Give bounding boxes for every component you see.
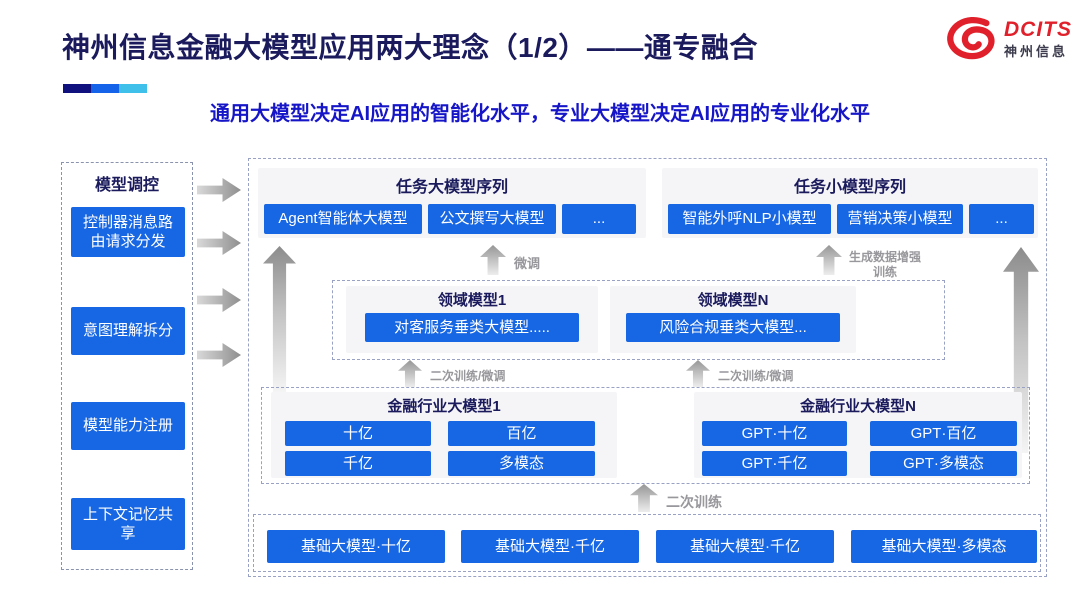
dcits-swirl-icon bbox=[947, 17, 995, 60]
augmented-training-label: 生成数据增强训练 bbox=[848, 250, 921, 279]
industry-model-1-panel: 金融行业大模型1 十亿 百亿 千亿 多模态 bbox=[271, 392, 617, 478]
page-title: 神州信息金融大模型应用两大理念（1/2）——通专融合 bbox=[62, 32, 758, 63]
node-billion: 十亿 bbox=[285, 421, 431, 446]
node-base-model-billion: 基础大模型·十亿 bbox=[267, 530, 445, 563]
accent-bar bbox=[63, 84, 147, 93]
domain-model-1-title: 领域模型1 bbox=[437, 292, 507, 309]
dcits-logo: DCITS 神州信息 bbox=[944, 16, 1072, 63]
node-marketing-decision-model: 营销决策小模型 bbox=[837, 204, 963, 234]
domain-model-n-panel: 领域模型N 风险合规垂类大模型... bbox=[610, 286, 856, 353]
node-risk-compliance-model: 风险合规垂类大模型... bbox=[626, 313, 840, 342]
secondary-finetune-left-label: 二次训练/微调 bbox=[430, 369, 506, 383]
node-hundred-billion: 千亿 bbox=[285, 451, 431, 476]
industry-model-n-panel: 金融行业大模型N GPT·十亿 GPT·百亿 GPT·千亿 GPT·多模态 bbox=[694, 392, 1022, 478]
node-outbound-nlp-model: 智能外呼NLP小模型 bbox=[668, 204, 831, 234]
base-models-box bbox=[253, 514, 1041, 572]
node-gpt-multimodal: GPT·多模态 bbox=[870, 451, 1017, 476]
node-base-model-hundred-billion-2: 基础大模型·千亿 bbox=[656, 530, 834, 563]
sidebar-item-intent-split: 意图理解拆分 bbox=[71, 307, 185, 355]
node-base-model-hundred-billion-1: 基础大模型·千亿 bbox=[461, 530, 639, 563]
node-more-small-models: ... bbox=[969, 204, 1034, 234]
node-agent-large-model: Agent智能体大模型 bbox=[264, 204, 422, 234]
task-large-model-panel: 任务大模型序列 Agent智能体大模型 公文撰写大模型 ... bbox=[258, 168, 646, 238]
node-document-writing-model: 公文撰写大模型 bbox=[428, 204, 556, 234]
node-gpt-billion: GPT·十亿 bbox=[702, 421, 847, 446]
task-small-model-panel: 任务小模型序列 智能外呼NLP小模型 营销决策小模型 ... bbox=[662, 168, 1038, 238]
node-base-model-multimodal: 基础大模型·多模态 bbox=[851, 530, 1037, 563]
accent-segment-navy bbox=[63, 84, 91, 93]
industry-models-box bbox=[261, 387, 1030, 484]
node-gpt-ten-billion: GPT·百亿 bbox=[870, 421, 1017, 446]
domain-models-box bbox=[332, 280, 945, 360]
sidebar-item-context-memory: 上下文记忆共享 bbox=[71, 498, 185, 550]
sidebar-item-capability-register: 模型能力注册 bbox=[71, 402, 185, 450]
industry-model-n-title: 金融行业大模型N bbox=[800, 398, 916, 415]
architecture-outer-box bbox=[248, 158, 1047, 577]
brand-name: DCITS bbox=[1004, 17, 1072, 41]
model-control-title: 模型调控 bbox=[94, 177, 159, 194]
finetune-label: 微调 bbox=[514, 256, 541, 271]
brand-name-cn: 神州信息 bbox=[1004, 44, 1069, 60]
right-arrow-icon bbox=[197, 288, 241, 312]
task-small-model-title: 任务小模型序列 bbox=[793, 179, 906, 196]
industry-model-1-title: 金融行业大模型1 bbox=[387, 398, 501, 415]
node-multimodal: 多模态 bbox=[448, 451, 595, 476]
secondary-finetune-right-label: 二次训练/微调 bbox=[718, 369, 794, 383]
node-customer-service-model: 对客服务垂类大模型..... bbox=[365, 313, 579, 342]
secondary-training-label: 二次训练 bbox=[666, 494, 722, 510]
node-more-large-models: ... bbox=[562, 204, 636, 234]
right-arrow-icon bbox=[197, 178, 241, 202]
node-ten-billion: 百亿 bbox=[448, 421, 595, 446]
right-arrow-icon bbox=[197, 343, 241, 367]
task-large-model-title: 任务大模型序列 bbox=[395, 179, 508, 196]
node-gpt-hundred-billion: GPT·千亿 bbox=[702, 451, 847, 476]
slide-subtitle: 通用大模型决定AI应用的智能化水平，专业大模型决定AI应用的专业化水平 bbox=[210, 103, 870, 125]
accent-segment-cyan bbox=[119, 84, 147, 93]
model-control-panel: 模型调控 控制器消息路由请求分发 意图理解拆分 模型能力注册 上下文记忆共享 bbox=[61, 162, 193, 570]
accent-segment-blue bbox=[91, 84, 119, 93]
sidebar-item-message-routing: 控制器消息路由请求分发 bbox=[71, 207, 185, 257]
right-arrow-icon bbox=[197, 231, 241, 255]
domain-model-n-title: 领域模型N bbox=[697, 292, 769, 309]
domain-model-1-panel: 领域模型1 对客服务垂类大模型..... bbox=[346, 286, 598, 353]
